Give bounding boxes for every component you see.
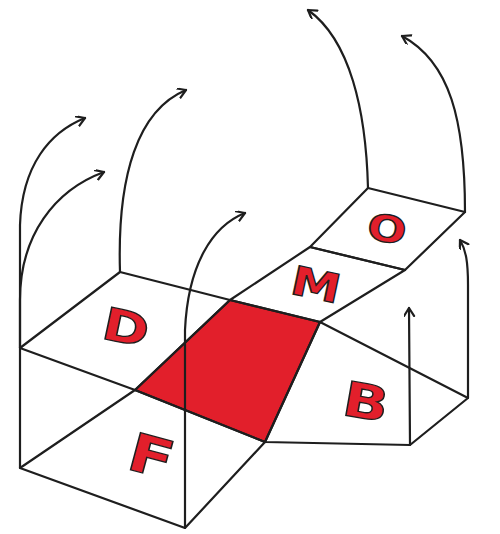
center-face — [135, 300, 320, 442]
face-letter: O — [365, 208, 410, 251]
face-letter: B — [339, 374, 392, 429]
fold-arrow — [308, 10, 368, 188]
face-border — [20, 390, 265, 528]
face-border — [310, 188, 465, 270]
face-border — [20, 272, 230, 390]
net-face: B — [265, 322, 468, 445]
fold-arrow — [20, 172, 104, 468]
fold-arrow — [20, 118, 85, 348]
net-face: O — [310, 188, 465, 270]
face-letter: F — [123, 426, 180, 489]
net-face: M — [230, 247, 405, 322]
face-letter: D — [99, 301, 154, 354]
fold-arrow — [120, 90, 186, 272]
net-face: F — [20, 390, 265, 528]
face-border — [265, 322, 468, 445]
fold-arrow — [460, 240, 468, 398]
face-letter: M — [288, 260, 345, 309]
face-border — [230, 247, 405, 322]
fold-arrow — [409, 308, 410, 445]
fold-arrow — [185, 213, 245, 528]
fold-arrow — [402, 36, 465, 212]
net-face: D — [20, 272, 230, 390]
